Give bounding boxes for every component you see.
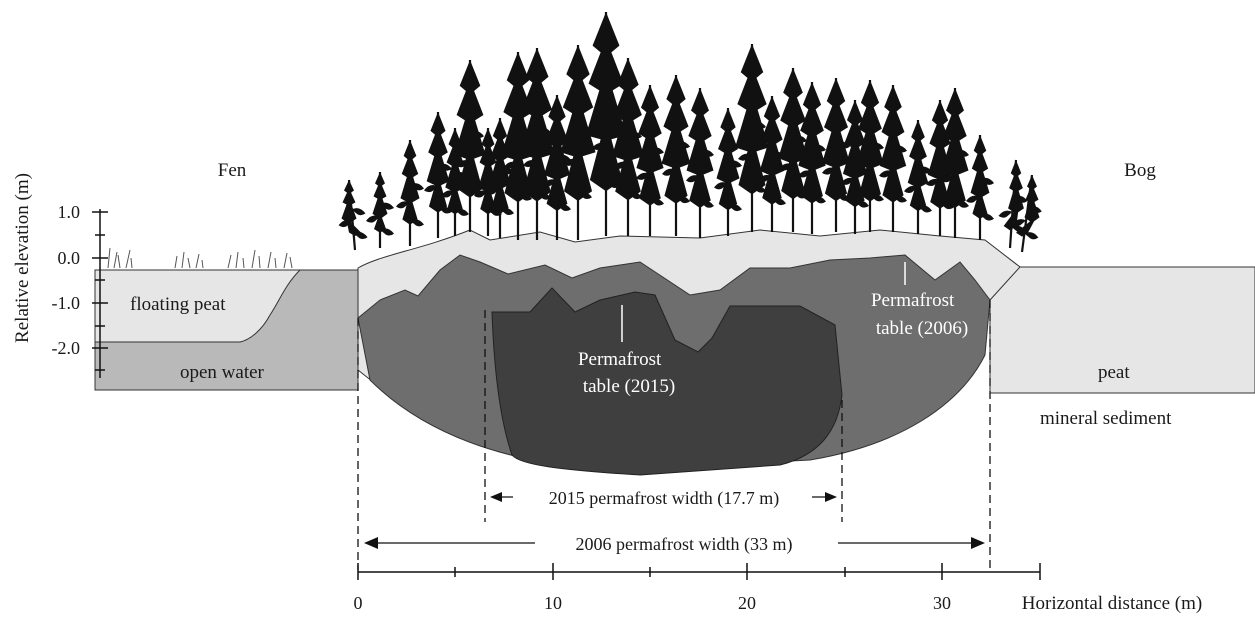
x-tick-label: 20 xyxy=(738,593,756,613)
y-tick-label: -1.0 xyxy=(52,293,81,313)
x-tick-label: 10 xyxy=(544,593,562,613)
y-tick-label: 1.0 xyxy=(58,202,81,222)
mineral-sediment-label: mineral sediment xyxy=(1040,408,1172,429)
permafrost-2015-label: Permafrost table (2015) xyxy=(578,349,675,397)
peat-label: peat xyxy=(1098,362,1130,383)
y-axis-title: Relative elevation (m) xyxy=(12,173,33,343)
bog-label: Bog xyxy=(1124,160,1156,181)
width-2015-dimension xyxy=(484,310,843,522)
fen-grass-icon xyxy=(107,247,293,269)
x-axis xyxy=(357,563,1041,580)
x-tick-label: 30 xyxy=(933,593,951,613)
width-2015-label: 2015 permafrost width (17.7 m) xyxy=(549,488,779,509)
fen-label: Fen xyxy=(218,160,247,181)
width-2006-label: 2006 permafrost width (33 m) xyxy=(576,534,793,555)
x-tick-label: 0 xyxy=(354,593,363,613)
permafrost-2015-area xyxy=(491,287,843,476)
permafrost-2006-label: Permafrost table (2006) xyxy=(871,290,968,339)
floating-peat-label: floating peat xyxy=(130,294,226,315)
y-tick-label: 0.0 xyxy=(58,248,81,268)
y-axis xyxy=(92,209,108,378)
floating-peat-area xyxy=(94,269,302,343)
y-tick-label: -2.0 xyxy=(52,338,81,358)
width-2006-dimension xyxy=(357,300,991,570)
spruce-trees-icon xyxy=(338,12,1042,253)
x-axis-title: Horizontal distance (m) xyxy=(1022,593,1202,614)
open-water-label: open water xyxy=(180,362,265,383)
